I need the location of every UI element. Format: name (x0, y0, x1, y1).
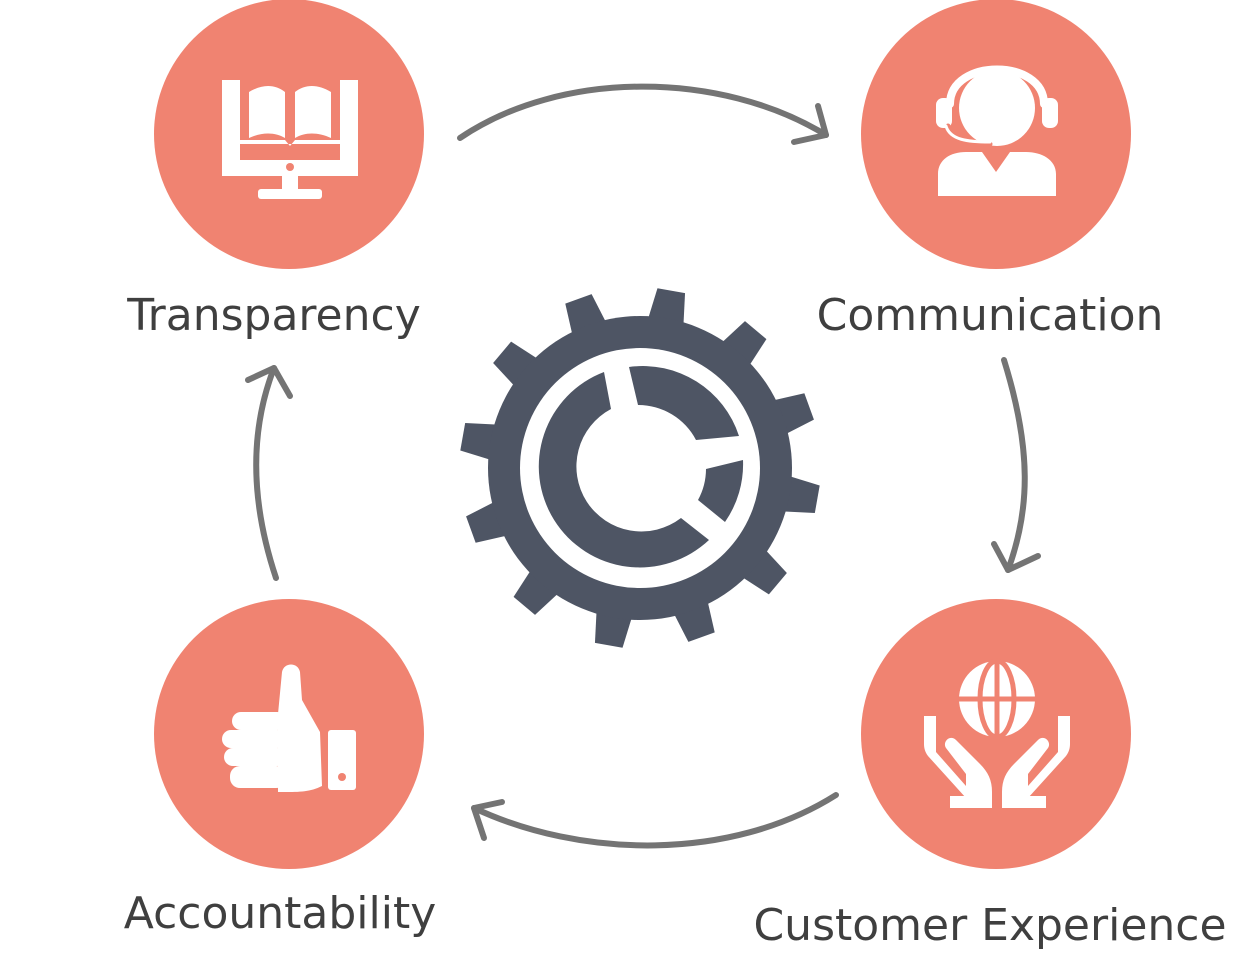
gear-tooth (493, 341, 545, 393)
headset-agent-icon (936, 65, 1058, 196)
monitor-book-icon (222, 80, 358, 199)
gear-tooth (513, 563, 565, 615)
node-customer-experience (861, 599, 1131, 869)
node-transparency (154, 0, 424, 269)
gear-chart-icon (460, 288, 820, 648)
node-communication (861, 0, 1131, 269)
thumbs-up-icon (222, 664, 356, 792)
label-communication: Communication (816, 290, 1164, 341)
arrow-accountability-to-transparency (245, 365, 293, 581)
flow-arrows (245, 83, 1041, 849)
hands-globe-icon (924, 658, 1070, 808)
label-transparency: Transparency (127, 290, 421, 341)
gear-tooth (715, 321, 767, 373)
gear-tooth (735, 543, 787, 595)
node-accountability (154, 599, 424, 869)
arrow-communication-to-customer-experience (991, 357, 1041, 573)
label-customer-experience: Customer Experience (753, 900, 1227, 951)
label-accountability: Accountability (123, 888, 437, 939)
arrow-transparency-to-communication (457, 83, 829, 145)
arrow-customer-experience-to-accountability (471, 792, 839, 849)
